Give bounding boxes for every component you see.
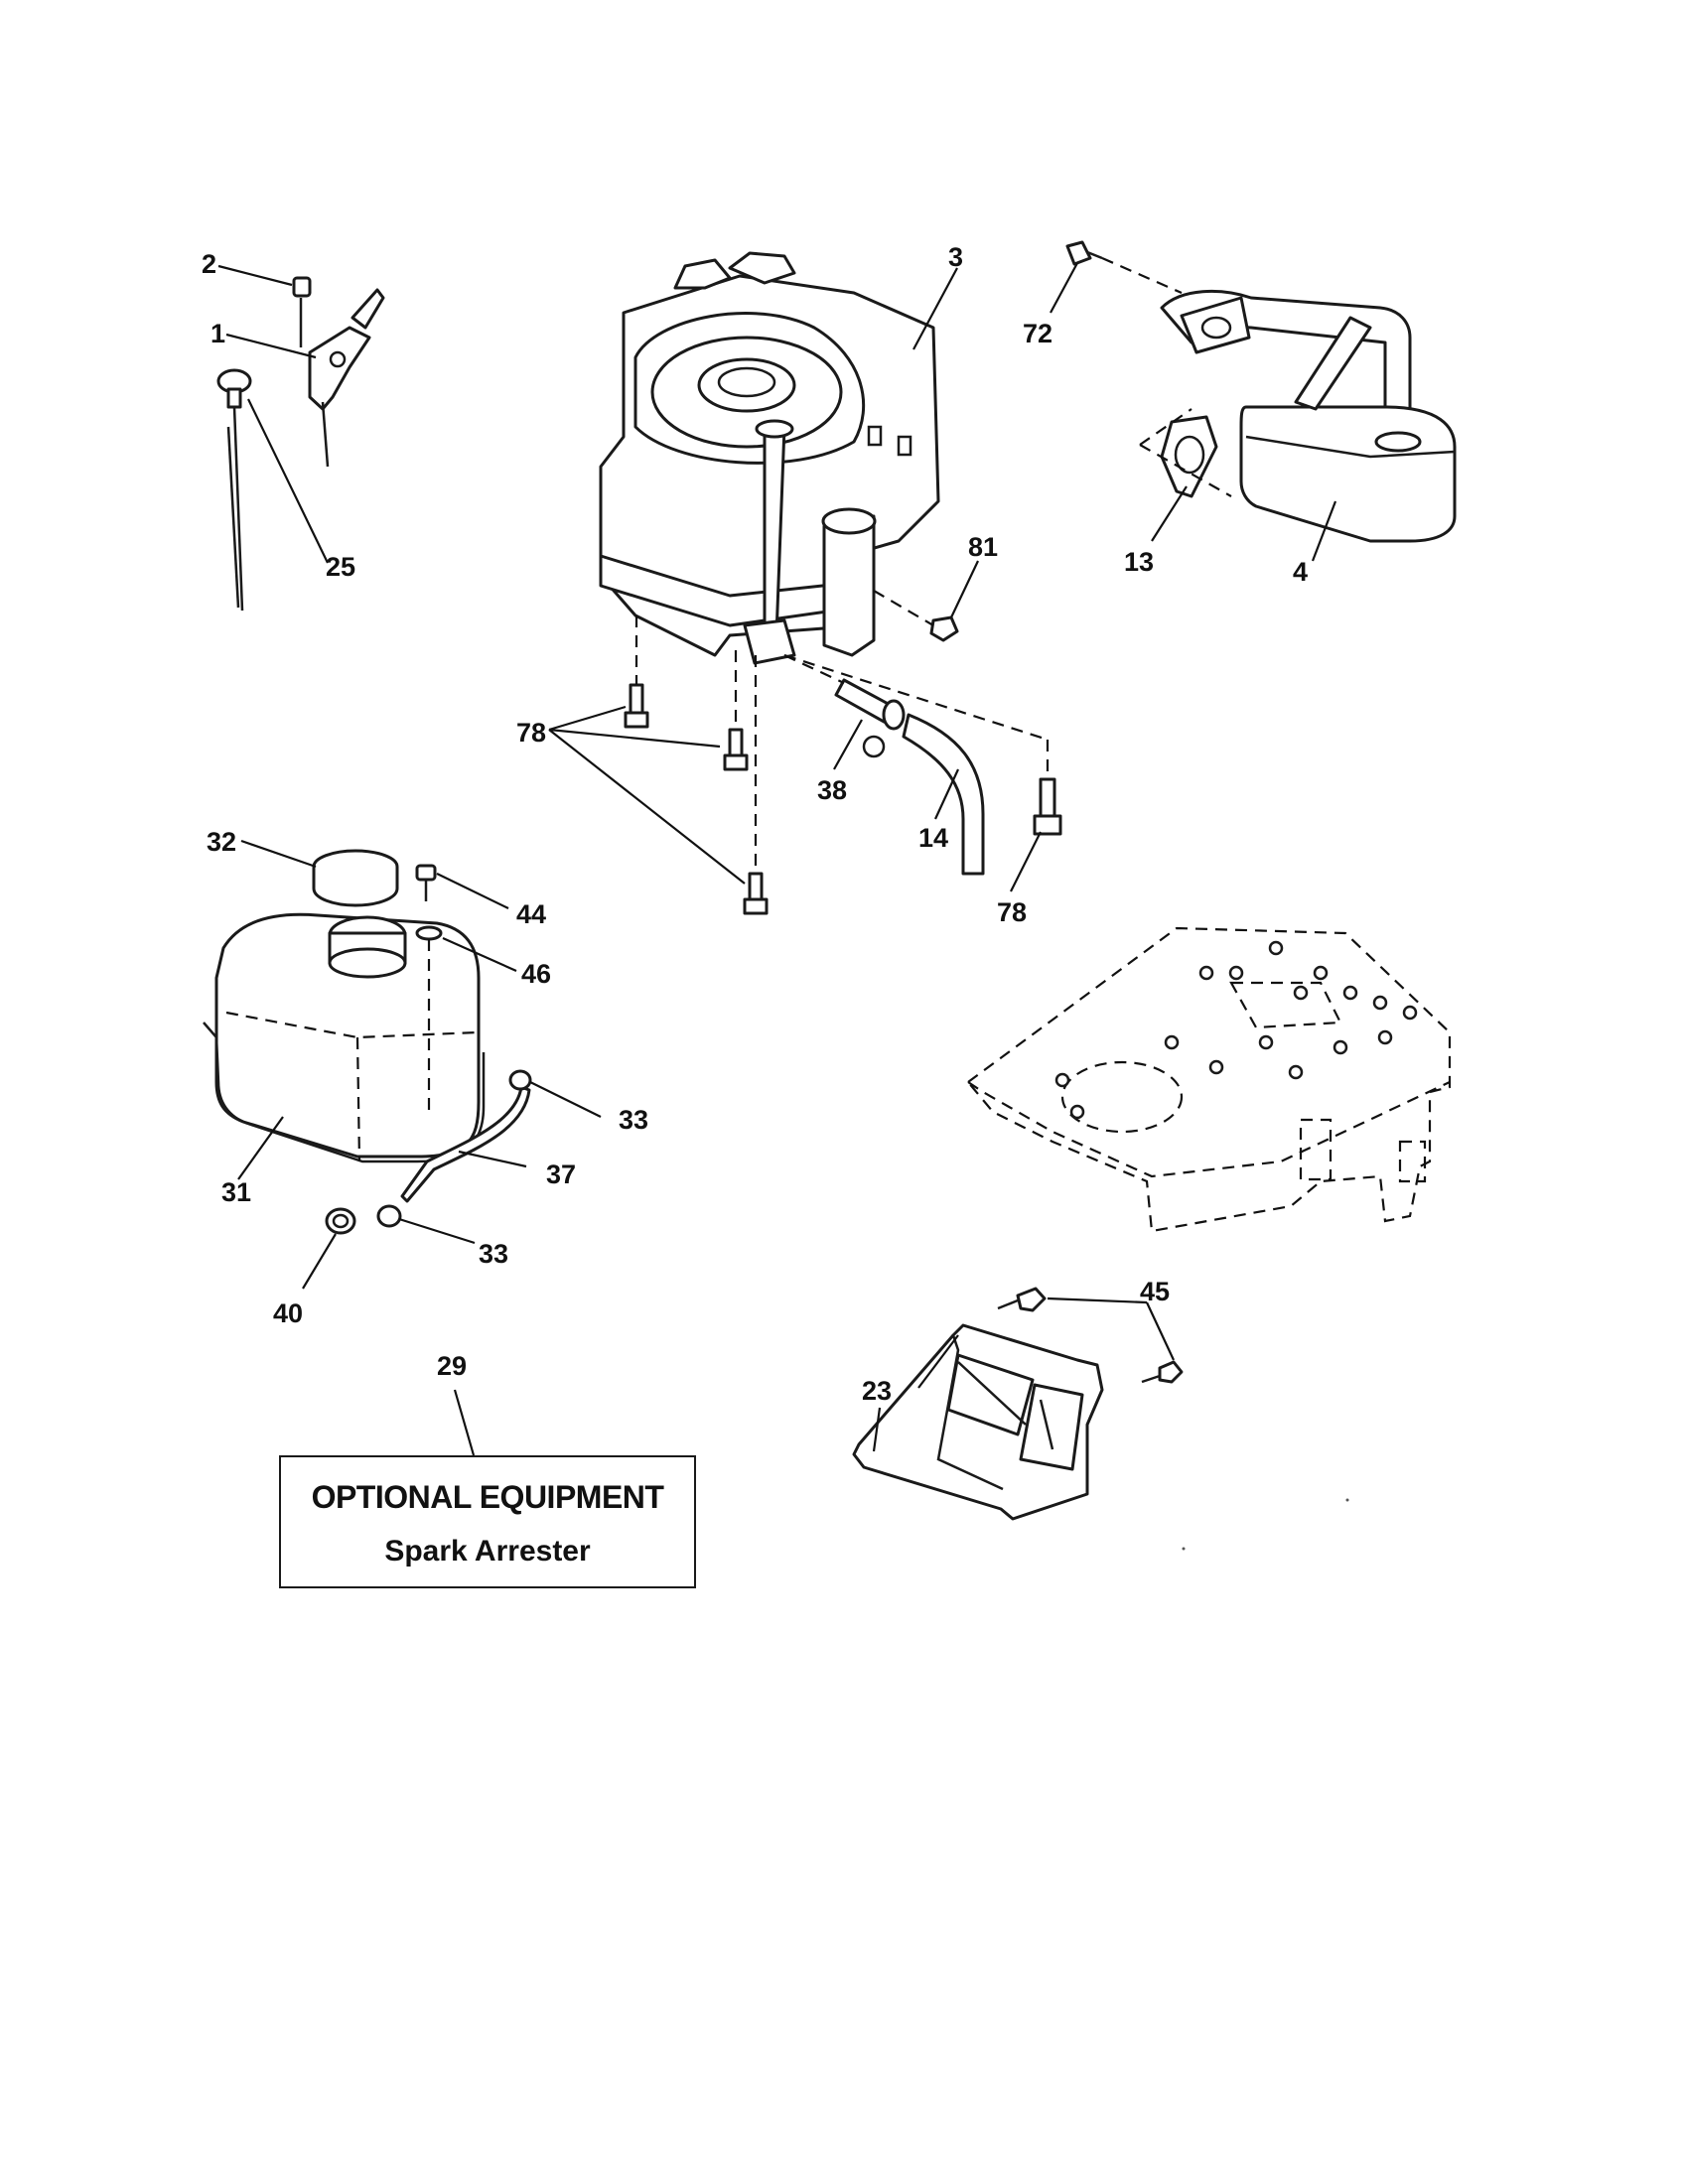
callout-25: 25 bbox=[326, 552, 355, 582]
dipstick-part bbox=[216, 368, 252, 612]
spark-arrester-label: Spark Arrester bbox=[384, 1535, 591, 1568]
callout-40: 40 bbox=[273, 1298, 303, 1328]
callout-33-lower: 33 bbox=[479, 1239, 508, 1269]
fitting-38-part bbox=[834, 678, 906, 758]
callout-29: 29 bbox=[437, 1351, 467, 1381]
callout-81: 81 bbox=[968, 532, 998, 562]
hose-14-part bbox=[902, 713, 985, 876]
callout-78-group: 78 bbox=[516, 718, 546, 748]
bolt-44-part bbox=[415, 864, 443, 941]
optional-equipment-title: OPTIONAL EQUIPMENT bbox=[311, 1479, 664, 1515]
callout-38: 38 bbox=[817, 775, 847, 805]
callout-14: 14 bbox=[918, 823, 948, 853]
callout-23: 23 bbox=[862, 1376, 892, 1406]
muffler-part bbox=[1160, 289, 1457, 543]
callout-46: 46 bbox=[521, 959, 551, 989]
gasket-13-part bbox=[1160, 415, 1218, 498]
callout-78-single: 78 bbox=[997, 897, 1027, 927]
callout-31: 31 bbox=[221, 1177, 251, 1207]
callout-1: 1 bbox=[210, 319, 225, 348]
chassis-plate-part bbox=[966, 926, 1452, 1233]
callout-3: 3 bbox=[948, 242, 963, 272]
throttle-control-part bbox=[292, 276, 385, 468]
callout-37: 37 bbox=[546, 1160, 576, 1189]
optional-equipment-box: OPTIONAL EQUIPMENT Spark Arrester bbox=[279, 1455, 696, 1588]
nut-81-part bbox=[929, 615, 959, 642]
bolt-78-part bbox=[624, 683, 1062, 915]
callout-32: 32 bbox=[207, 827, 236, 857]
engine-part bbox=[599, 251, 940, 665]
fuel-line-part bbox=[325, 1069, 532, 1235]
callout-33-upper: 33 bbox=[619, 1105, 648, 1135]
callout-72: 72 bbox=[1023, 319, 1052, 348]
heat-shield-part bbox=[852, 1287, 1184, 1521]
callout-4: 4 bbox=[1293, 557, 1308, 587]
callout-44: 44 bbox=[516, 899, 546, 929]
callout-45: 45 bbox=[1140, 1277, 1170, 1306]
screw-72-part bbox=[1065, 240, 1103, 266]
callout-13: 13 bbox=[1124, 547, 1154, 577]
callout-2: 2 bbox=[202, 249, 216, 279]
fuel-tank-part bbox=[203, 849, 486, 1163]
